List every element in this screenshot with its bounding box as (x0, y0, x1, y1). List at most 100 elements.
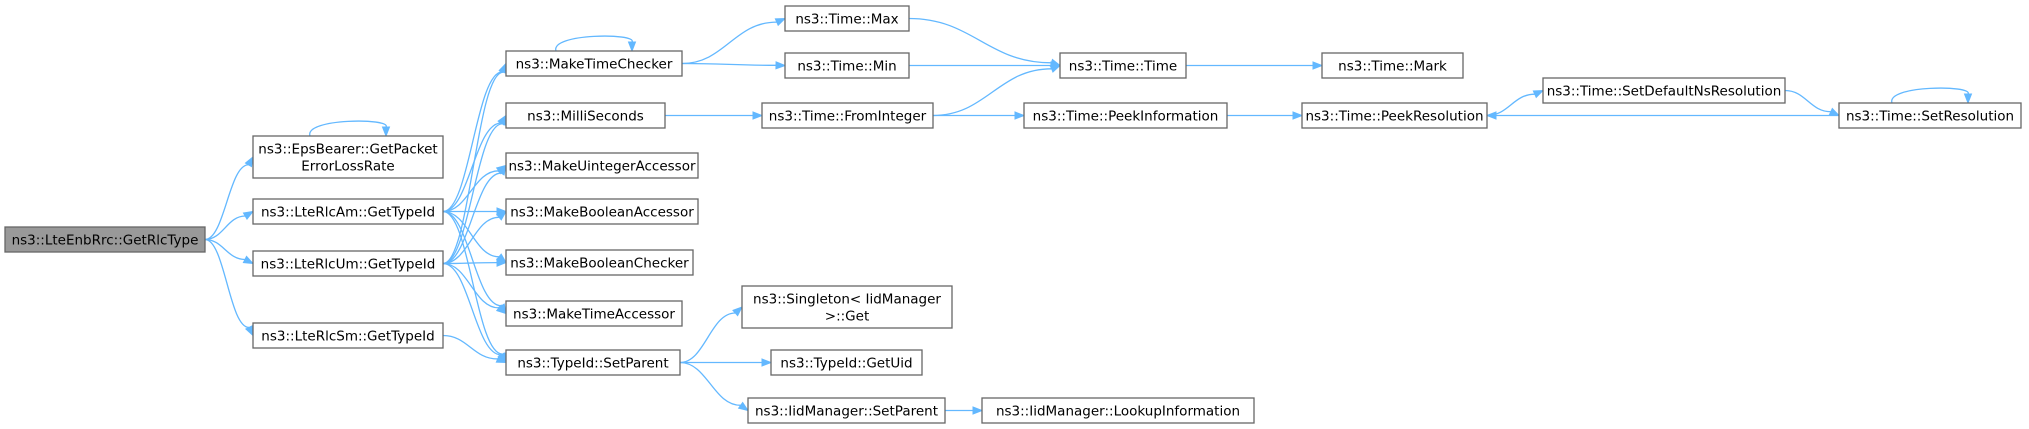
node-box[interactable] (505, 102, 666, 129)
node-label: ns3::LteEnbRrc::GetRlcType (12, 233, 199, 249)
graph-edge-rlcam-maketimechecker (442, 62, 507, 213)
graph-node-getuid[interactable]: ns3::TypeId::GetUid (770, 349, 923, 376)
node-box[interactable] (784, 52, 910, 79)
edge-line (442, 170, 499, 213)
graph-node-singleton[interactable]: ns3::Singleton< IidManager>::Get (741, 285, 953, 329)
graph-edge-setres-peekres (1485, 111, 1839, 120)
graph-edge-rlcam-setparent (442, 210, 507, 364)
node-box[interactable] (505, 198, 699, 225)
graph-node-fromint[interactable]: ns3::Time::FromInteger (761, 102, 934, 129)
graph-node-timemark[interactable]: ns3::Time::Mark (1321, 52, 1464, 79)
edge-line (309, 120, 387, 137)
node-label: ns3::TypeId::SetParent (517, 356, 668, 372)
node-box[interactable] (505, 349, 681, 376)
node-box[interactable] (1023, 102, 1228, 129)
graph-node-setres[interactable]: ns3::Time::SetResolution (1838, 102, 2022, 129)
graph-edge-rlcum-makeboolacc (442, 210, 508, 265)
edge-arrowhead (627, 41, 637, 53)
graph-edge-rlcum-makeboolchk (442, 258, 508, 267)
graph-node-maketimechecker[interactable]: ns3::MakeTimeChecker (505, 50, 683, 77)
graph-node-makeboolacc[interactable]: ns3::MakeBooleanAccessor (505, 198, 699, 225)
node-box[interactable] (1542, 77, 1786, 104)
edge-arrowhead (1049, 64, 1062, 73)
node-label: ns3::IidManager::LookupInformation (996, 404, 1240, 420)
edge-arrowhead (244, 155, 254, 168)
node-label: ns3::MakeTimeChecker (516, 57, 673, 73)
edge-line (442, 210, 500, 258)
graph-edge-milliseconds-fromint (665, 111, 764, 120)
node-label: ns3::Time::SetResolution (1846, 109, 2014, 125)
node-label: ns3::MakeBooleanAccessor (510, 205, 694, 221)
edge-arrowhead (732, 306, 744, 317)
graph-node-lookupinfo[interactable]: ns3::IidManager::LookupInformation (981, 397, 1255, 424)
node-box[interactable] (741, 285, 953, 329)
edge-arrowhead (497, 164, 507, 176)
node-box[interactable] (1059, 52, 1187, 79)
node-box[interactable] (252, 198, 444, 225)
node-label: ns3::LteRlcUm::GetTypeId (261, 257, 436, 273)
graph-node-root[interactable]: ns3::LteEnbRrc::GetRlcType (4, 226, 206, 253)
node-label: ns3::Time::SetDefaultNsResolution (1547, 84, 1782, 100)
edge-arrowhead (1312, 61, 1324, 70)
node-box[interactable] (505, 300, 683, 327)
graph-node-milliseconds[interactable]: ns3::MilliSeconds (505, 102, 666, 129)
node-box[interactable] (1301, 102, 1488, 129)
edge-line (442, 216, 500, 265)
graph-node-makeboolchk[interactable]: ns3::MakeBooleanChecker (505, 249, 694, 276)
node-label: ns3::TypeId::GetUid (780, 356, 912, 372)
node-box[interactable] (252, 322, 444, 349)
graph-node-timemin[interactable]: ns3::Time::Min (784, 52, 910, 79)
graph-node-rlcum[interactable]: ns3::LteRlcUm::GetTypeId (252, 250, 444, 277)
node-box[interactable] (784, 5, 910, 32)
graph-node-setparent[interactable]: ns3::TypeId::SetParent (505, 349, 681, 376)
edge-arrowhead (495, 304, 508, 315)
node-label: ns3::IidManager::SetParent (755, 404, 938, 420)
graph-edge-rlcum-milliseconds (442, 114, 507, 265)
edge-line (442, 334, 498, 360)
graph-node-maketimeacc[interactable]: ns3::MakeTimeAccessor (505, 300, 683, 327)
node-label: ns3::Time::Time (1069, 59, 1177, 75)
graph-node-makeuinteger[interactable]: ns3::MakeUintegerAccessor (505, 152, 699, 179)
node-box[interactable] (505, 50, 683, 77)
graph-edge-timetime-timemark (1186, 61, 1324, 70)
edge-arrowhead (496, 258, 508, 267)
node-box[interactable] (761, 102, 934, 129)
node-label: ns3::Time::PeekInformation (1033, 109, 1219, 125)
graph-node-peekinfo[interactable]: ns3::Time::PeekInformation (1023, 102, 1228, 129)
edge-line (204, 238, 245, 261)
edge-line (442, 172, 502, 265)
node-box[interactable] (505, 152, 699, 179)
node-box[interactable] (1838, 102, 2022, 129)
node-box[interactable] (770, 349, 923, 376)
node-box[interactable] (4, 226, 206, 253)
graph-edge-root-rlcam (204, 210, 255, 241)
graph-edge-iidsetparent-lookupinfo (945, 406, 984, 415)
edge-arrowhead (495, 210, 508, 221)
edge-arrowhead (242, 255, 255, 265)
node-box[interactable] (505, 249, 694, 276)
edge-line (681, 62, 777, 66)
graph-node-rlcam[interactable]: ns3::LteRlcAm::GetTypeId (252, 198, 444, 225)
graph-edge-setparent-singleton (679, 306, 744, 364)
edge-line (204, 215, 246, 241)
graph-node-timemax[interactable]: ns3::Time::Max (784, 5, 910, 32)
graph-edge-maketimechecker-timemin (681, 61, 787, 70)
node-box[interactable] (252, 250, 444, 277)
graph-node-iidsetparent[interactable]: ns3::IidManager::SetParent (747, 397, 946, 424)
edge-line (555, 35, 633, 52)
edge-arrowhead (1963, 93, 1973, 105)
graph-edge-epsbearer-epsbearer (309, 120, 391, 138)
node-box[interactable] (1321, 52, 1464, 79)
edge-arrowhead (752, 111, 764, 120)
graph-node-timetime[interactable]: ns3::Time::Time (1059, 52, 1187, 79)
edge-line (442, 210, 502, 307)
node-box[interactable] (981, 397, 1255, 424)
graph-node-setdefaultns[interactable]: ns3::Time::SetDefaultNsResolution (1542, 77, 1786, 104)
node-box[interactable] (252, 135, 444, 179)
graph-node-peekres[interactable]: ns3::Time::PeekResolution (1301, 102, 1488, 129)
graph-node-rlcsm[interactable]: ns3::LteRlcSm::GetTypeId (252, 322, 444, 349)
graph-edge-rlcum-maketimeacc (442, 262, 508, 315)
node-box[interactable] (747, 397, 946, 424)
edge-arrowhead (737, 401, 750, 412)
